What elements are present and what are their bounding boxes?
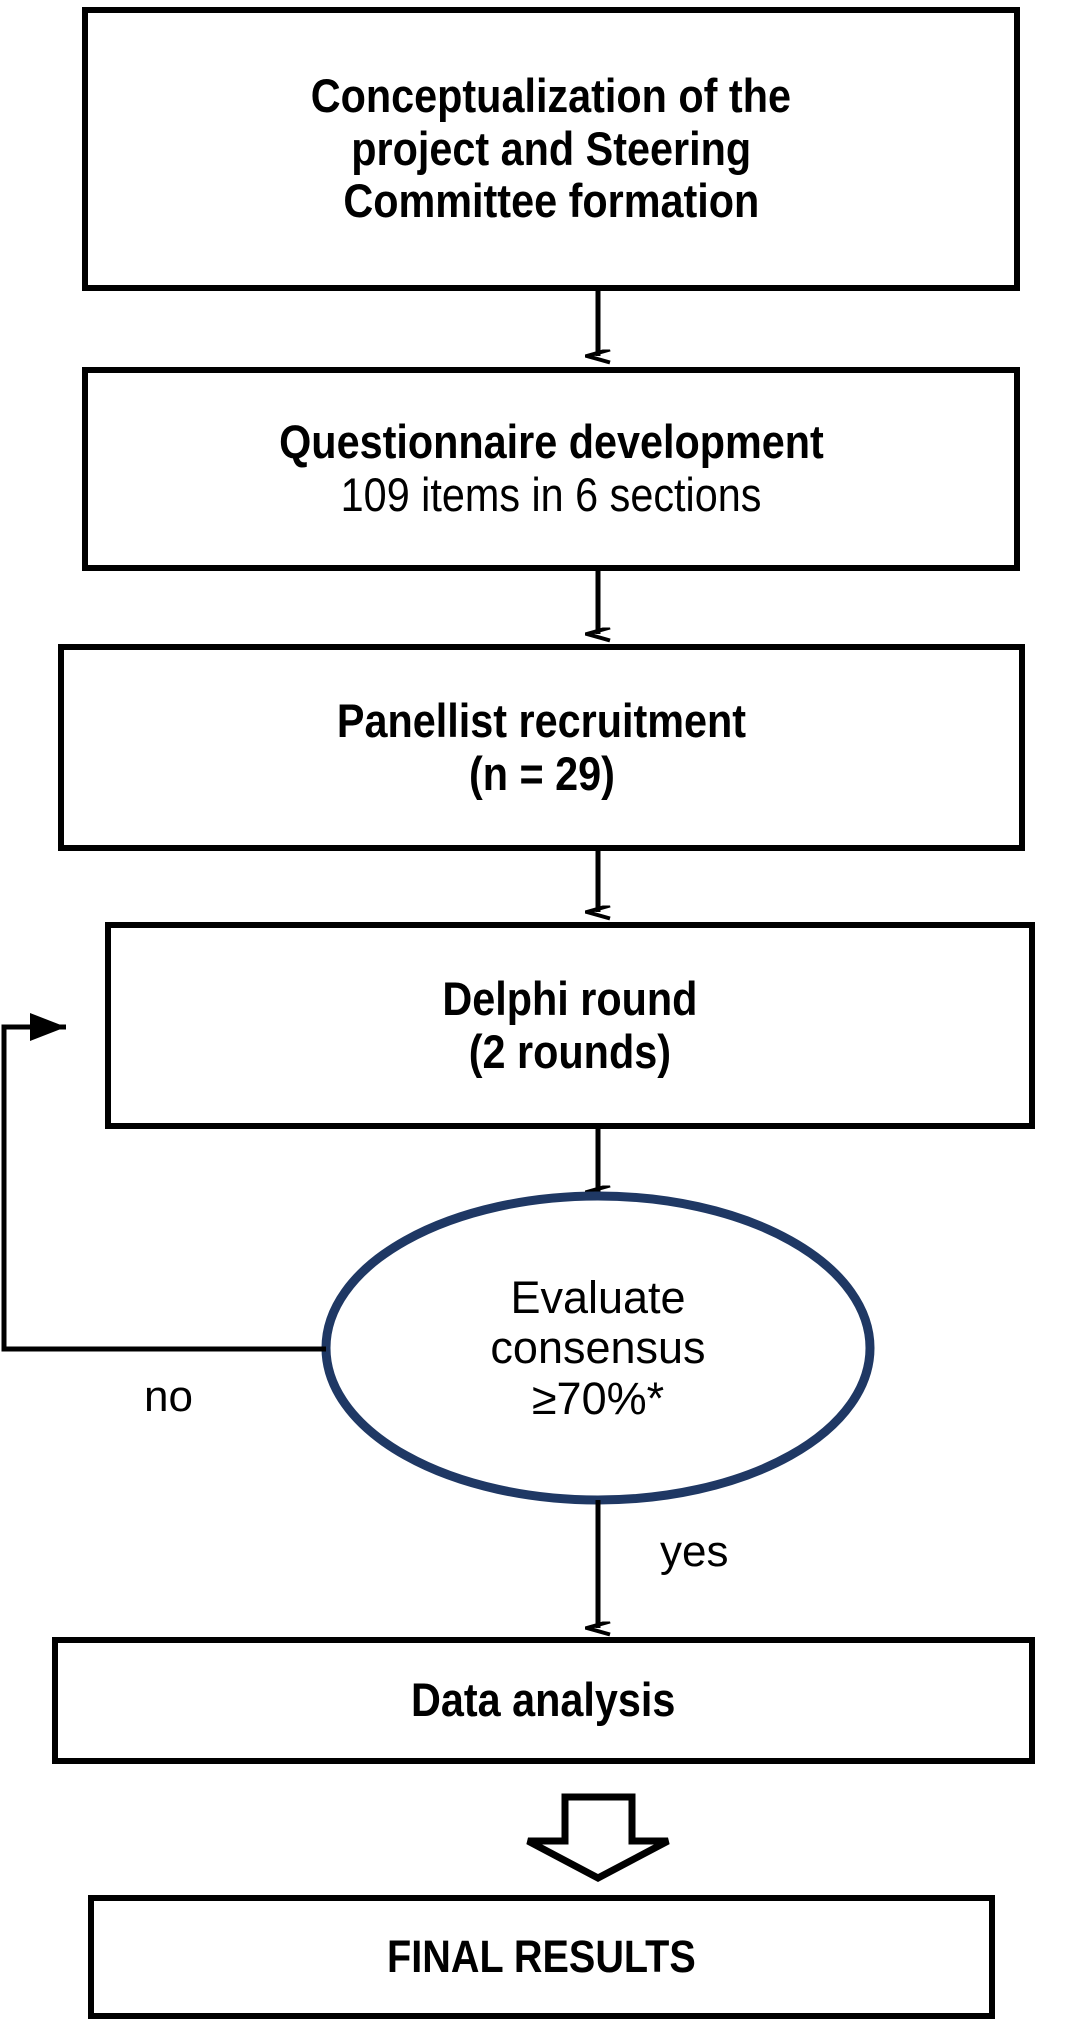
node-panellist-line-2: (n = 29)	[468, 746, 615, 800]
node-conceptualization-line-3: Committee formation	[343, 174, 759, 228]
node-delphi-round[interactable]: Delphi round (2 rounds)	[105, 922, 1035, 1129]
node-questionnaire-line-2: 109 items in 6 sections	[340, 468, 762, 521]
node-conceptualization[interactable]: Conceptualization of the project and Ste…	[82, 7, 1020, 291]
connector-no-feedback-loop	[1, 1013, 326, 1352]
node-conceptualization-line-2: project and Steering	[351, 121, 751, 175]
node-conceptualization-line-1: Conceptualization of the	[310, 69, 792, 123]
node-delphi-line-1: Delphi round	[442, 971, 698, 1025]
node-panellist-line-1: Panellist recruitment	[336, 693, 747, 747]
decision-ellipse	[321, 1191, 875, 1505]
node-delphi-line-2: (2 rounds)	[468, 1024, 672, 1078]
node-final-results-line-1: FINAL RESULTS	[387, 1930, 696, 1982]
edge-label-yes: yes	[660, 1527, 729, 1576]
block-arrow-icon	[526, 1793, 670, 1882]
node-final-results[interactable]: FINAL RESULTS	[88, 1895, 995, 2019]
node-questionnaire-development[interactable]: Questionnaire development 109 items in 6…	[82, 367, 1020, 571]
node-data-analysis[interactable]: Data analysis	[52, 1637, 1035, 1764]
node-panellist-recruitment[interactable]: Panellist recruitment (n = 29)	[58, 644, 1025, 851]
node-data-analysis-line-1: Data analysis	[411, 1673, 676, 1727]
node-questionnaire-line-1: Questionnaire development	[278, 415, 824, 469]
edge-label-no: no	[144, 1372, 193, 1421]
